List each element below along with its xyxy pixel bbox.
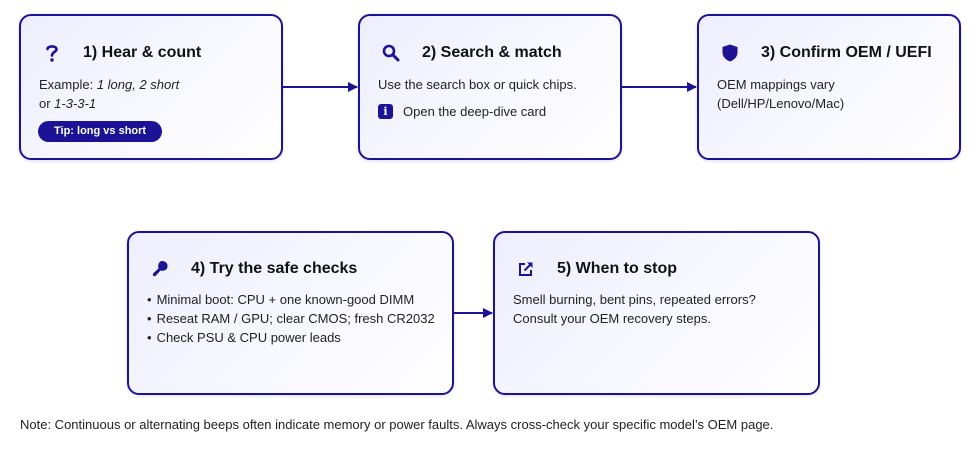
- oem-line-1: OEM mappings vary: [717, 77, 835, 92]
- step-title: 5) When to stop: [557, 260, 677, 277]
- example-pattern-2: 1-3-3-1: [54, 96, 97, 111]
- step-card-hear-count: 1) Hear & count Example: 1 long, 2 short…: [19, 14, 283, 160]
- search-hint: Use the search box or quick chips.: [378, 77, 577, 92]
- deep-dive-label: Open the deep-dive card: [403, 104, 547, 119]
- check-list: Minimal boot: CPU + one known-good DIMM …: [147, 290, 442, 347]
- step-header: 2) Search & match: [382, 42, 610, 64]
- stop-line-2: Consult your OEM recovery steps.: [513, 311, 711, 326]
- search-icon: [382, 44, 400, 62]
- step-description: Example: 1 long, 2 short or 1-3-3-1: [39, 75, 271, 113]
- step-card-search-match: 2) Search & match Use the search box or …: [358, 14, 622, 160]
- step-description: OEM mappings vary (Dell/HP/Lenovo/Mac): [717, 75, 949, 113]
- step-title: 4) Try the safe checks: [191, 260, 358, 277]
- shield-icon: [721, 44, 739, 62]
- stop-line-1: Smell burning, bent pins, repeated error…: [513, 292, 756, 307]
- question-icon: [43, 44, 61, 62]
- footnote: Note: Continuous or alternating beeps of…: [20, 417, 774, 432]
- step-title: 3) Confirm OEM / UEFI: [761, 44, 932, 61]
- step-header: 3) Confirm OEM / UEFI: [721, 42, 949, 64]
- step-card-safe-checks: 4) Try the safe checks Minimal boot: CPU…: [127, 231, 454, 395]
- step-header: 1) Hear & count: [43, 42, 271, 64]
- external-link-icon: [517, 260, 535, 278]
- step-description: Smell burning, bent pins, repeated error…: [513, 290, 808, 328]
- example-pattern-1: 1 long, 2 short: [96, 77, 180, 92]
- step-title: 1) Hear & count: [83, 44, 202, 61]
- tip-chip[interactable]: Tip: long vs short: [38, 121, 163, 142]
- step-card-confirm-oem: 3) Confirm OEM / UEFI OEM mappings vary …: [697, 14, 961, 160]
- probe-icon: [151, 260, 169, 278]
- example-or: or: [39, 96, 55, 111]
- step-header: 5) When to stop: [517, 258, 808, 280]
- example-prefix: Example:: [39, 77, 97, 92]
- step-header: 4) Try the safe checks: [151, 258, 442, 280]
- step-description: Minimal boot: CPU + one known-good DIMM …: [147, 290, 442, 347]
- oem-line-2: (Dell/HP/Lenovo/Mac): [717, 96, 845, 111]
- list-item: Minimal boot: CPU + one known-good DIMM: [147, 290, 442, 309]
- list-item: Check PSU & CPU power leads: [147, 328, 442, 347]
- deep-dive-link[interactable]: i Open the deep-dive card: [378, 102, 610, 121]
- step-title: 2) Search & match: [422, 44, 562, 61]
- list-item: Reseat RAM / GPU; clear CMOS; fresh CR20…: [147, 309, 442, 328]
- step-description: Use the search box or quick chips. i Ope…: [378, 75, 610, 121]
- step-card-when-to-stop: 5) When to stop Smell burning, bent pins…: [493, 231, 820, 395]
- info-icon: i: [378, 104, 393, 119]
